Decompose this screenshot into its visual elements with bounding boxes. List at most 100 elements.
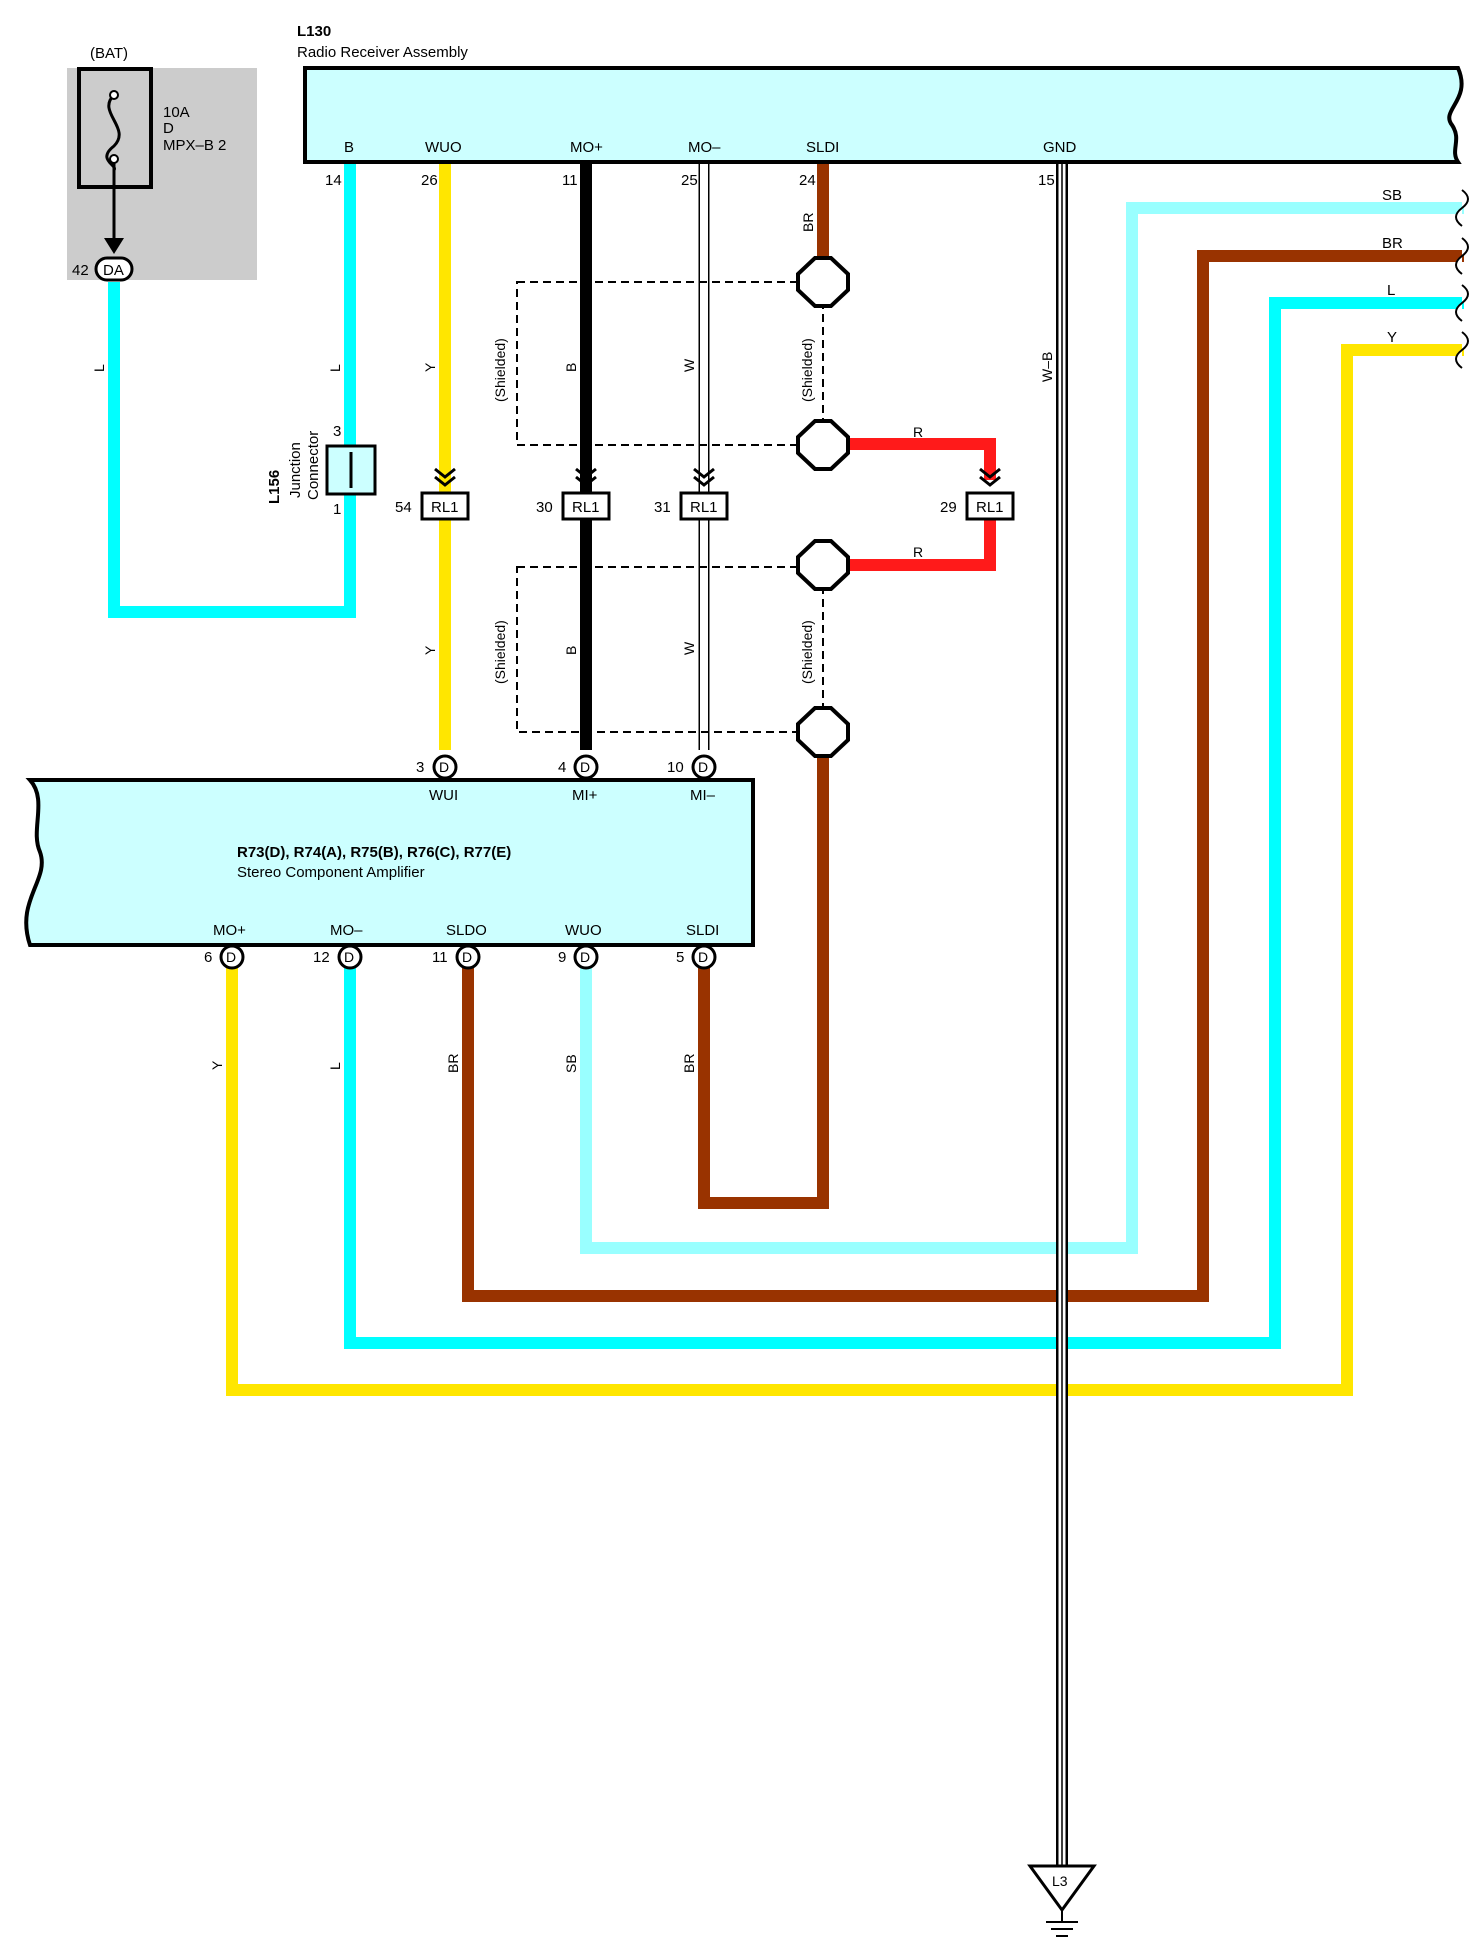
radio-term-mo-minus: MO– (688, 139, 721, 156)
radio-id: L130 (297, 23, 331, 40)
svg-text:D: D (580, 949, 590, 965)
shield-terminals (796, 256, 850, 758)
radio-term-gnd: GND (1043, 139, 1077, 156)
amp-term-mi-minus: MI– (690, 787, 716, 804)
fuse-source-label: (BAT) (90, 45, 128, 62)
svg-text:D: D (226, 949, 236, 965)
svg-text:D: D (580, 759, 590, 775)
radio-pin-15: 15 (1038, 172, 1055, 189)
junction-name-1: Junction (287, 442, 304, 498)
svg-text:3: 3 (416, 759, 424, 776)
wire-label-w: W (681, 641, 697, 655)
rl1-pin-29: 29 (940, 499, 957, 516)
shield-label-4: (Shielded) (799, 620, 815, 684)
wire-label-r: R (913, 544, 923, 560)
amp-top-terminal-4: D 4 MI+ (558, 754, 599, 804)
fuse-connector-id: DA (103, 262, 124, 279)
amp-bottom-terminal-11: D 11 (432, 944, 481, 970)
radio-term-mo-plus: MO+ (570, 139, 603, 156)
fuse-connector-pin: 42 (72, 262, 89, 279)
rl1-connector-30: RL1 30 (536, 467, 611, 521)
fuse-icon (105, 93, 121, 171)
shield-box-bottom (516, 566, 824, 733)
svg-text:D: D (698, 949, 708, 965)
rl1-connector-29: RL1 29 (940, 467, 1015, 521)
rl1-connector-54: RL1 54 (395, 467, 470, 521)
wire-label-r: R (913, 424, 923, 440)
amp-term-sldi: SLDI (686, 922, 719, 939)
amp-bottom-terminal-9: D 9 (558, 944, 599, 970)
wire-label-l: L (327, 364, 343, 372)
amp-bottom-terminal-5: D 5 (676, 944, 717, 970)
wire-label-wb: W–B (1039, 352, 1055, 382)
amplifier-id: R73(D), R74(A), R75(B), R76(C), R77(E) (237, 844, 511, 861)
svg-text:6: 6 (204, 949, 212, 966)
ground-symbol: L3 (1027, 1864, 1097, 1937)
radio-pin-26: 26 (421, 172, 438, 189)
amp-top-terminal-3: D 3 WUI (416, 754, 458, 804)
ground-id: L3 (1052, 1873, 1068, 1889)
fuse-connector (94, 256, 134, 282)
stereo-amplifier: R73(D), R74(A), R75(B), R76(C), R77(E) S… (24, 754, 755, 970)
right-edge-breaks: SB BR L Y (1382, 187, 1469, 369)
amp-top-terminal-10: D 10 MI– (667, 754, 717, 804)
rl1-pin-31: 31 (654, 499, 671, 516)
wire-sldi-br-loop (698, 750, 829, 1209)
wire-label-y: Y (422, 645, 438, 655)
amplifier-body (24, 778, 755, 947)
svg-text:9: 9 (558, 949, 566, 966)
right-edge-wire-sb: SB (1382, 187, 1402, 204)
svg-text:D: D (698, 759, 708, 775)
wire-y-loop (226, 344, 1464, 1396)
relay-connectors: RL1 54 RL1 30 RL1 31 RL1 29 (395, 467, 1015, 521)
shield-label-3: (Shielded) (492, 620, 508, 684)
shield-label-1: (Shielded) (492, 338, 508, 402)
wire-label-y: Y (422, 362, 438, 372)
amp-term-sldo: SLDO (446, 922, 487, 939)
radio-receiver: L130 Radio Receiver Assembly B WUO MO+ M… (297, 23, 1464, 189)
amp-term-mo-minus: MO– (330, 922, 363, 939)
wire-r-bottom (848, 520, 996, 571)
wire-label-b: B (563, 646, 579, 655)
right-edge-wire-y: Y (1387, 329, 1397, 346)
amp-term-mi-plus: MI+ (572, 787, 598, 804)
radio-term-b: B (344, 139, 354, 156)
svg-text:RL1: RL1 (690, 499, 718, 516)
wire-label-br: BR (681, 1054, 697, 1073)
ground-triangle (1027, 1864, 1097, 1913)
svg-text:12: 12 (313, 949, 330, 966)
wire-labels: L L Y B W BR W–B R R Y B W Y L BR SB BR (91, 213, 1055, 1073)
radio-pin-11: 11 (562, 172, 578, 189)
svg-text:D: D (344, 949, 354, 965)
radio-name: Radio Receiver Assembly (297, 44, 468, 61)
right-edge-wire-l: L (1387, 282, 1395, 299)
svg-text:RL1: RL1 (572, 499, 600, 516)
wire-label-l: L (91, 364, 107, 372)
shield-terminal (796, 419, 850, 471)
svg-text:RL1: RL1 (431, 499, 459, 516)
wire-br-loop (462, 250, 1464, 1302)
wires (108, 162, 1464, 1880)
wire-l-loop (344, 297, 1464, 1349)
junction-pin-top: 3 (333, 423, 341, 440)
wire-label-w: W (681, 358, 697, 372)
junction-pin-bottom: 1 (333, 501, 341, 518)
amplifier-name: Stereo Component Amplifier (237, 864, 425, 881)
amp-term-wui: WUI (429, 787, 458, 804)
fuse-name: MPX–B 2 (163, 137, 226, 154)
shield-boxes: (Shielded) (Shielded) (Shielded) (Shield… (492, 281, 824, 733)
shield-terminal (796, 539, 850, 591)
junction-name-2: Connector (305, 431, 322, 500)
shield-terminal (796, 706, 850, 758)
amp-term-mo-plus: MO+ (213, 922, 246, 939)
amp-term-wuo: WUO (565, 922, 602, 939)
amp-bottom-terminal-6: D 6 (204, 944, 245, 970)
rl1-pin-54: 54 (395, 499, 412, 516)
shield-terminal (796, 256, 850, 308)
fuse-rating: 10A (163, 104, 190, 121)
junction-connector: 3 1 L156 Junction Connector (266, 423, 377, 518)
wire-sb-loop (580, 202, 1464, 1254)
svg-text:D: D (439, 759, 449, 775)
arrow-down-icon (104, 238, 124, 254)
